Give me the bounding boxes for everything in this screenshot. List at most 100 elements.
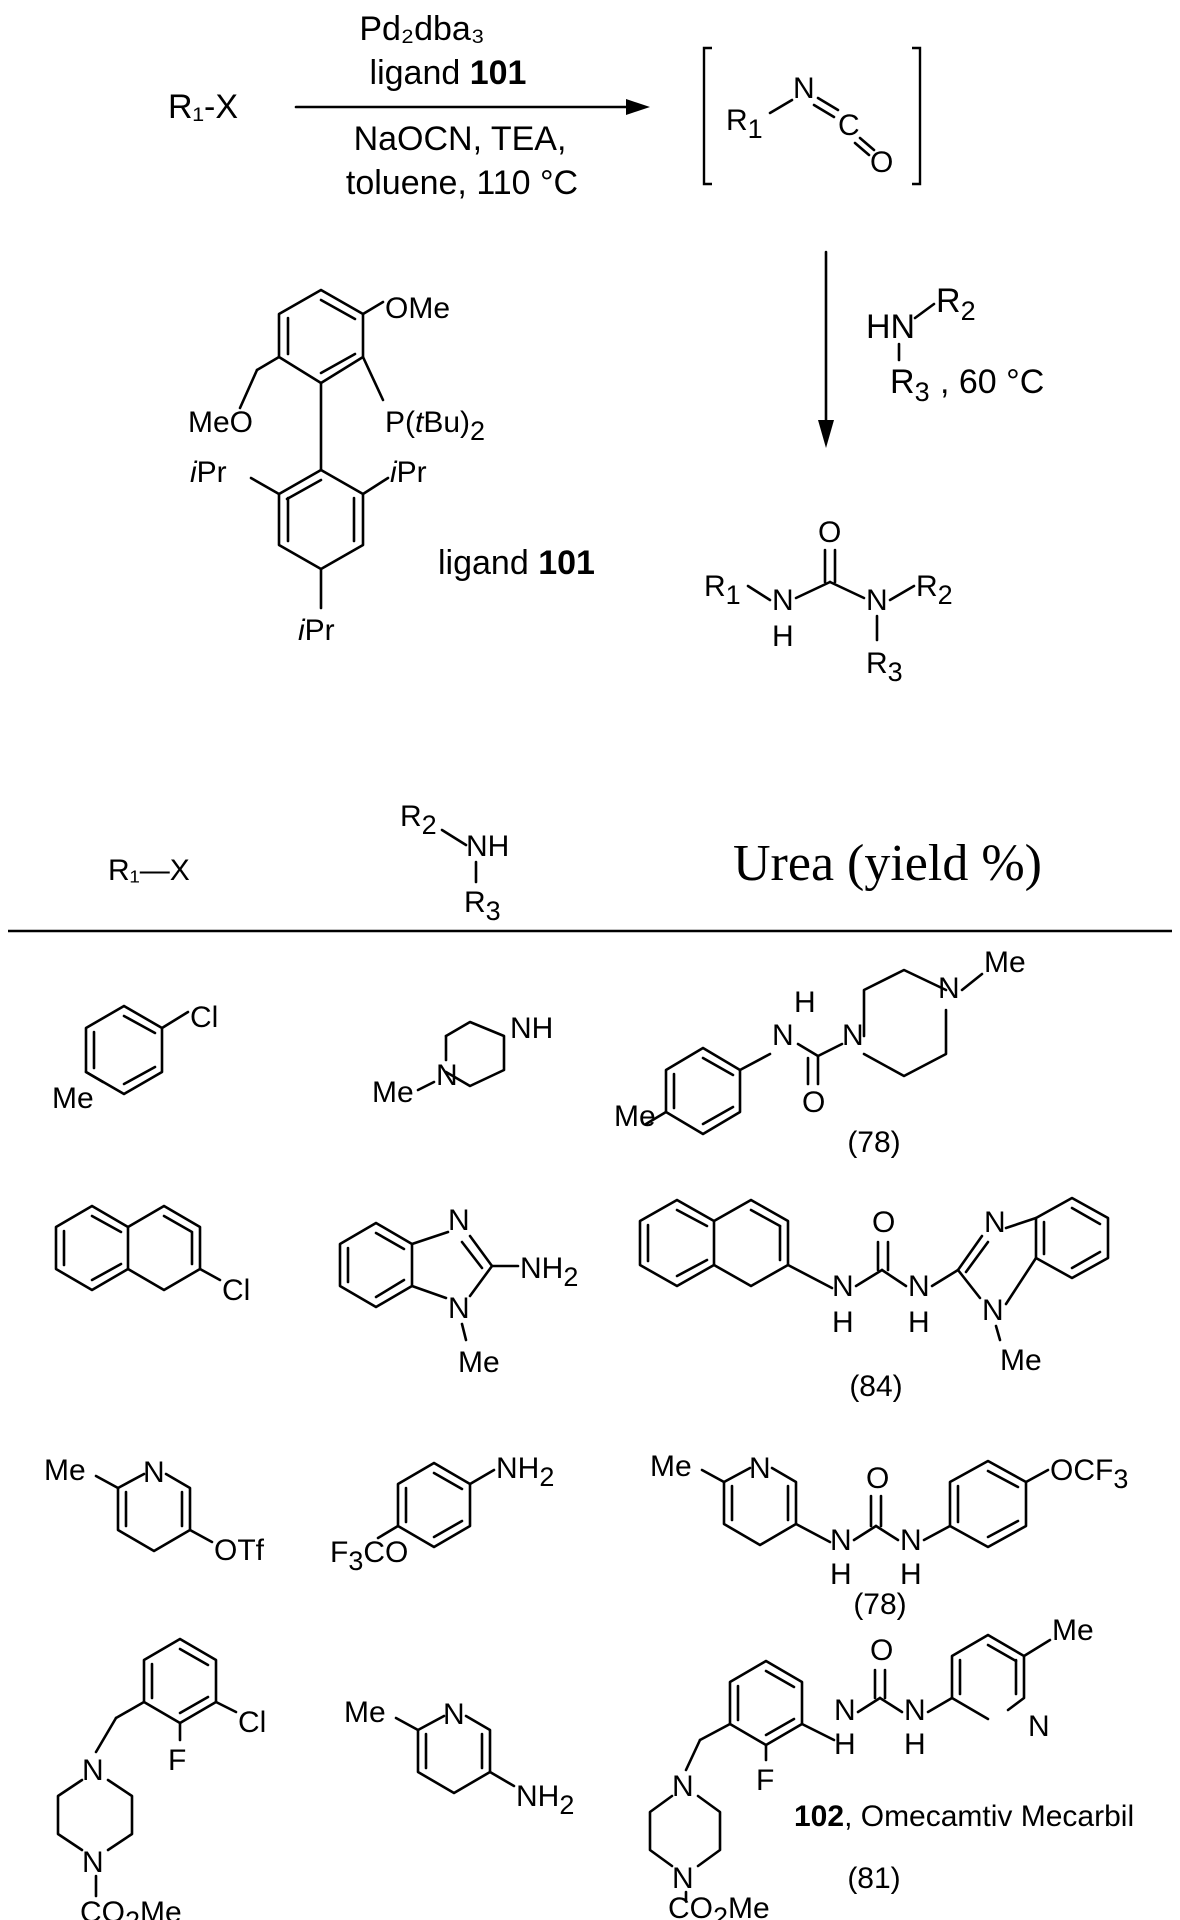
svg-text:N: N	[436, 1059, 458, 1092]
svg-text:H: H	[830, 1558, 852, 1591]
svg-text:N: N	[832, 1270, 854, 1303]
svg-text:H: H	[772, 620, 794, 653]
svg-text:Me: Me	[1000, 1344, 1042, 1377]
yield-row-3: (78)	[853, 1588, 906, 1621]
svg-text:N: N	[938, 972, 960, 1005]
svg-text:R2: R2	[400, 800, 437, 840]
amine-methylpyridinamine: N Me NH2	[344, 1696, 574, 1820]
urea-product-general: O R1 N H N R2 R3	[704, 516, 953, 687]
header-urea-yield: Urea (yield %)	[733, 835, 1042, 892]
yield-row-2: (84)	[849, 1370, 902, 1403]
reaction-scheme: R₁-X Pd₂dba₃ ligand 101 NaOCN, TEA, tolu…	[168, 10, 1044, 687]
svg-text:N: N	[900, 1524, 922, 1557]
svg-text:F: F	[756, 1764, 774, 1797]
urea-product-3: N Me N H O N H OCF3	[650, 1450, 1128, 1591]
svg-text:Cl: Cl	[238, 1706, 266, 1739]
svg-text:N: N	[749, 1452, 771, 1485]
forward-arrow	[294, 99, 650, 115]
svg-text:N: N	[772, 1019, 794, 1052]
svg-text:N: N	[984, 1206, 1006, 1239]
urea-product-4-omecamtiv: F N H O N H N Me N N	[648, 1614, 1094, 1920]
svg-text:H: H	[908, 1306, 930, 1339]
svg-text:H: H	[832, 1306, 854, 1339]
svg-text:R2: R2	[936, 282, 976, 326]
svg-text:O: O	[872, 1206, 895, 1239]
amine-n-methylpiperazine: N NH Me	[372, 1012, 553, 1109]
svg-text:CO2Me: CO2Me	[80, 1896, 182, 1920]
svg-text:N: N	[982, 1294, 1004, 1327]
svg-text:Me: Me	[650, 1450, 692, 1483]
down-arrow	[818, 250, 834, 448]
svg-text:N: N	[866, 584, 888, 617]
svg-text:N: N	[842, 1019, 864, 1052]
header-amine: R2 NH R3	[400, 800, 509, 926]
svg-text:Me: Me	[1052, 1614, 1094, 1647]
svg-text:H: H	[900, 1558, 922, 1591]
svg-text:N: N	[830, 1524, 852, 1557]
svg-text:NH: NH	[466, 830, 509, 863]
svg-text:F: F	[168, 1744, 186, 1777]
r1x-piperazinyl-aryl-chloride: Cl F N N CO2Me	[56, 1637, 266, 1920]
svg-text:N: N	[672, 1770, 694, 1803]
r1x-pyridyl-triflate: N Me OTf	[44, 1454, 265, 1567]
svg-text:N: N	[672, 1862, 694, 1895]
svg-text:MeO: MeO	[188, 406, 253, 439]
svg-text:iPr: iPr	[298, 614, 335, 647]
svg-text:F3CO: F3CO	[330, 1536, 408, 1576]
svg-text:C: C	[838, 109, 860, 142]
reactant-label: R₁-X	[168, 88, 238, 126]
svg-text:N: N	[448, 1292, 470, 1325]
svg-text:, 60 °C: , 60 °C	[940, 363, 1044, 401]
urea-product-2: N H O N H N N Me	[638, 1196, 1110, 1377]
r1x-4-chlorotoluene: Cl Me	[52, 1001, 218, 1115]
svg-text:O: O	[818, 516, 841, 549]
r1x-2-chloronaphthalene: Cl	[54, 1204, 250, 1307]
svg-text:O: O	[866, 1462, 889, 1495]
svg-text:H: H	[834, 1728, 856, 1761]
svg-text:R3: R3	[866, 647, 903, 687]
table-row-2: Cl N N Me NH2	[54, 1196, 1110, 1403]
svg-text:N: N	[834, 1694, 856, 1727]
yield-row-4: (81)	[847, 1862, 900, 1895]
svg-text:H: H	[794, 986, 816, 1019]
svg-text:Cl: Cl	[222, 1274, 250, 1307]
svg-text:Me: Me	[344, 1696, 386, 1729]
svg-text:O: O	[870, 1634, 893, 1667]
urea-product-1: Me H N O N N Me	[614, 946, 1026, 1136]
table-header: R₁—X R2 NH R3 Urea (yield %)	[8, 800, 1172, 933]
table-row-1: Cl Me N NH Me Me H N O	[52, 946, 1026, 1159]
svg-text:O: O	[802, 1086, 825, 1119]
amine-aminomethylbenzimidazole: N N Me NH2	[338, 1204, 578, 1379]
svg-text:iPr: iPr	[390, 456, 427, 489]
yield-row-1: (78)	[847, 1126, 900, 1159]
svg-text:NH: NH	[510, 1012, 553, 1045]
svg-text:N: N	[1028, 1710, 1050, 1743]
svg-text:R2: R2	[916, 570, 953, 610]
svg-text:N: N	[908, 1270, 930, 1303]
svg-text:Me: Me	[44, 1454, 86, 1487]
solvent-temperature-label: toluene, 110 °C	[346, 164, 578, 202]
svg-text:Me: Me	[372, 1076, 414, 1109]
svg-text:O: O	[870, 146, 893, 179]
svg-text:CO2Me: CO2Me	[668, 1892, 770, 1920]
svg-text:iPr: iPr	[190, 456, 227, 489]
svg-text:R1: R1	[726, 104, 763, 144]
svg-text:Me: Me	[52, 1082, 94, 1115]
catalyst-label: Pd₂dba₃	[359, 10, 484, 48]
svg-text:NH2: NH2	[496, 1452, 554, 1492]
isocyanate-intermediate: R1 N C O	[702, 46, 922, 186]
ligand-101-label: ligand 101	[438, 544, 595, 582]
svg-text:N: N	[448, 1204, 470, 1237]
svg-text:Me: Me	[984, 946, 1026, 979]
svg-text:Me: Me	[458, 1346, 500, 1379]
table-row-4: Cl F N N CO2Me N Me NH2	[56, 1614, 1134, 1920]
header-r1x: R₁—X	[108, 854, 190, 887]
svg-text:OMe: OMe	[385, 292, 450, 325]
svg-text:H: H	[904, 1728, 926, 1761]
svg-text:N: N	[904, 1694, 926, 1727]
svg-text:Me: Me	[614, 1100, 656, 1133]
svg-text:R3: R3	[890, 363, 930, 407]
amine-trifluoromethoxyaniline: NH2 F3CO	[330, 1452, 554, 1576]
svg-text:R3: R3	[464, 886, 501, 926]
